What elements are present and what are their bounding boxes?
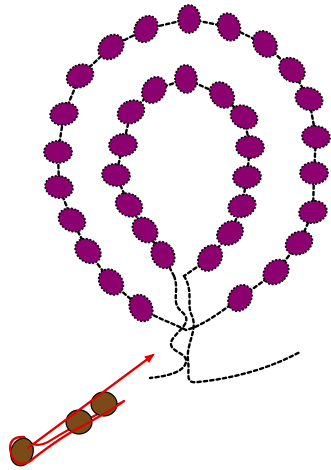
- outer-bead-3: [70, 234, 106, 269]
- tail-bead-3: [91, 392, 117, 416]
- outer-bead-5: [43, 173, 75, 200]
- outer-bead-16: [301, 124, 331, 150]
- outer-bead-21: [223, 280, 257, 316]
- outer-bead-11: [178, 5, 200, 33]
- outer-bead-12: [214, 10, 244, 44]
- inner-bead-7: [137, 72, 171, 108]
- tail-group: [7, 355, 153, 469]
- outer-bead-15: [292, 83, 326, 114]
- outer-bead-20: [258, 254, 294, 289]
- inner-bead-5: [108, 133, 138, 157]
- outer-bead-19: [281, 227, 316, 260]
- outer-loop-beads: [43, 5, 331, 326]
- inner-bead-14: [212, 216, 248, 250]
- outer-bead-17: [300, 162, 328, 184]
- inner-bead-3: [111, 188, 146, 221]
- outer-bead-18: [297, 198, 329, 225]
- outer-bead-7: [48, 100, 80, 128]
- inner-bead-13: [225, 191, 259, 221]
- inner-bead-11: [235, 135, 265, 159]
- outer-bead-10: [129, 11, 162, 46]
- inner-bead-1: [147, 237, 180, 272]
- outer-bead-4: [54, 204, 89, 237]
- inner-loop-beads: [101, 64, 265, 276]
- outer-bead-6: [44, 141, 72, 163]
- outer-bead-1: [125, 290, 158, 325]
- inner-bead-12: [232, 165, 262, 189]
- outer-bead-2: [94, 264, 129, 300]
- inner-bead-4: [101, 162, 132, 188]
- inner-bead-15: [193, 240, 228, 276]
- inner-bead-8: [174, 64, 198, 94]
